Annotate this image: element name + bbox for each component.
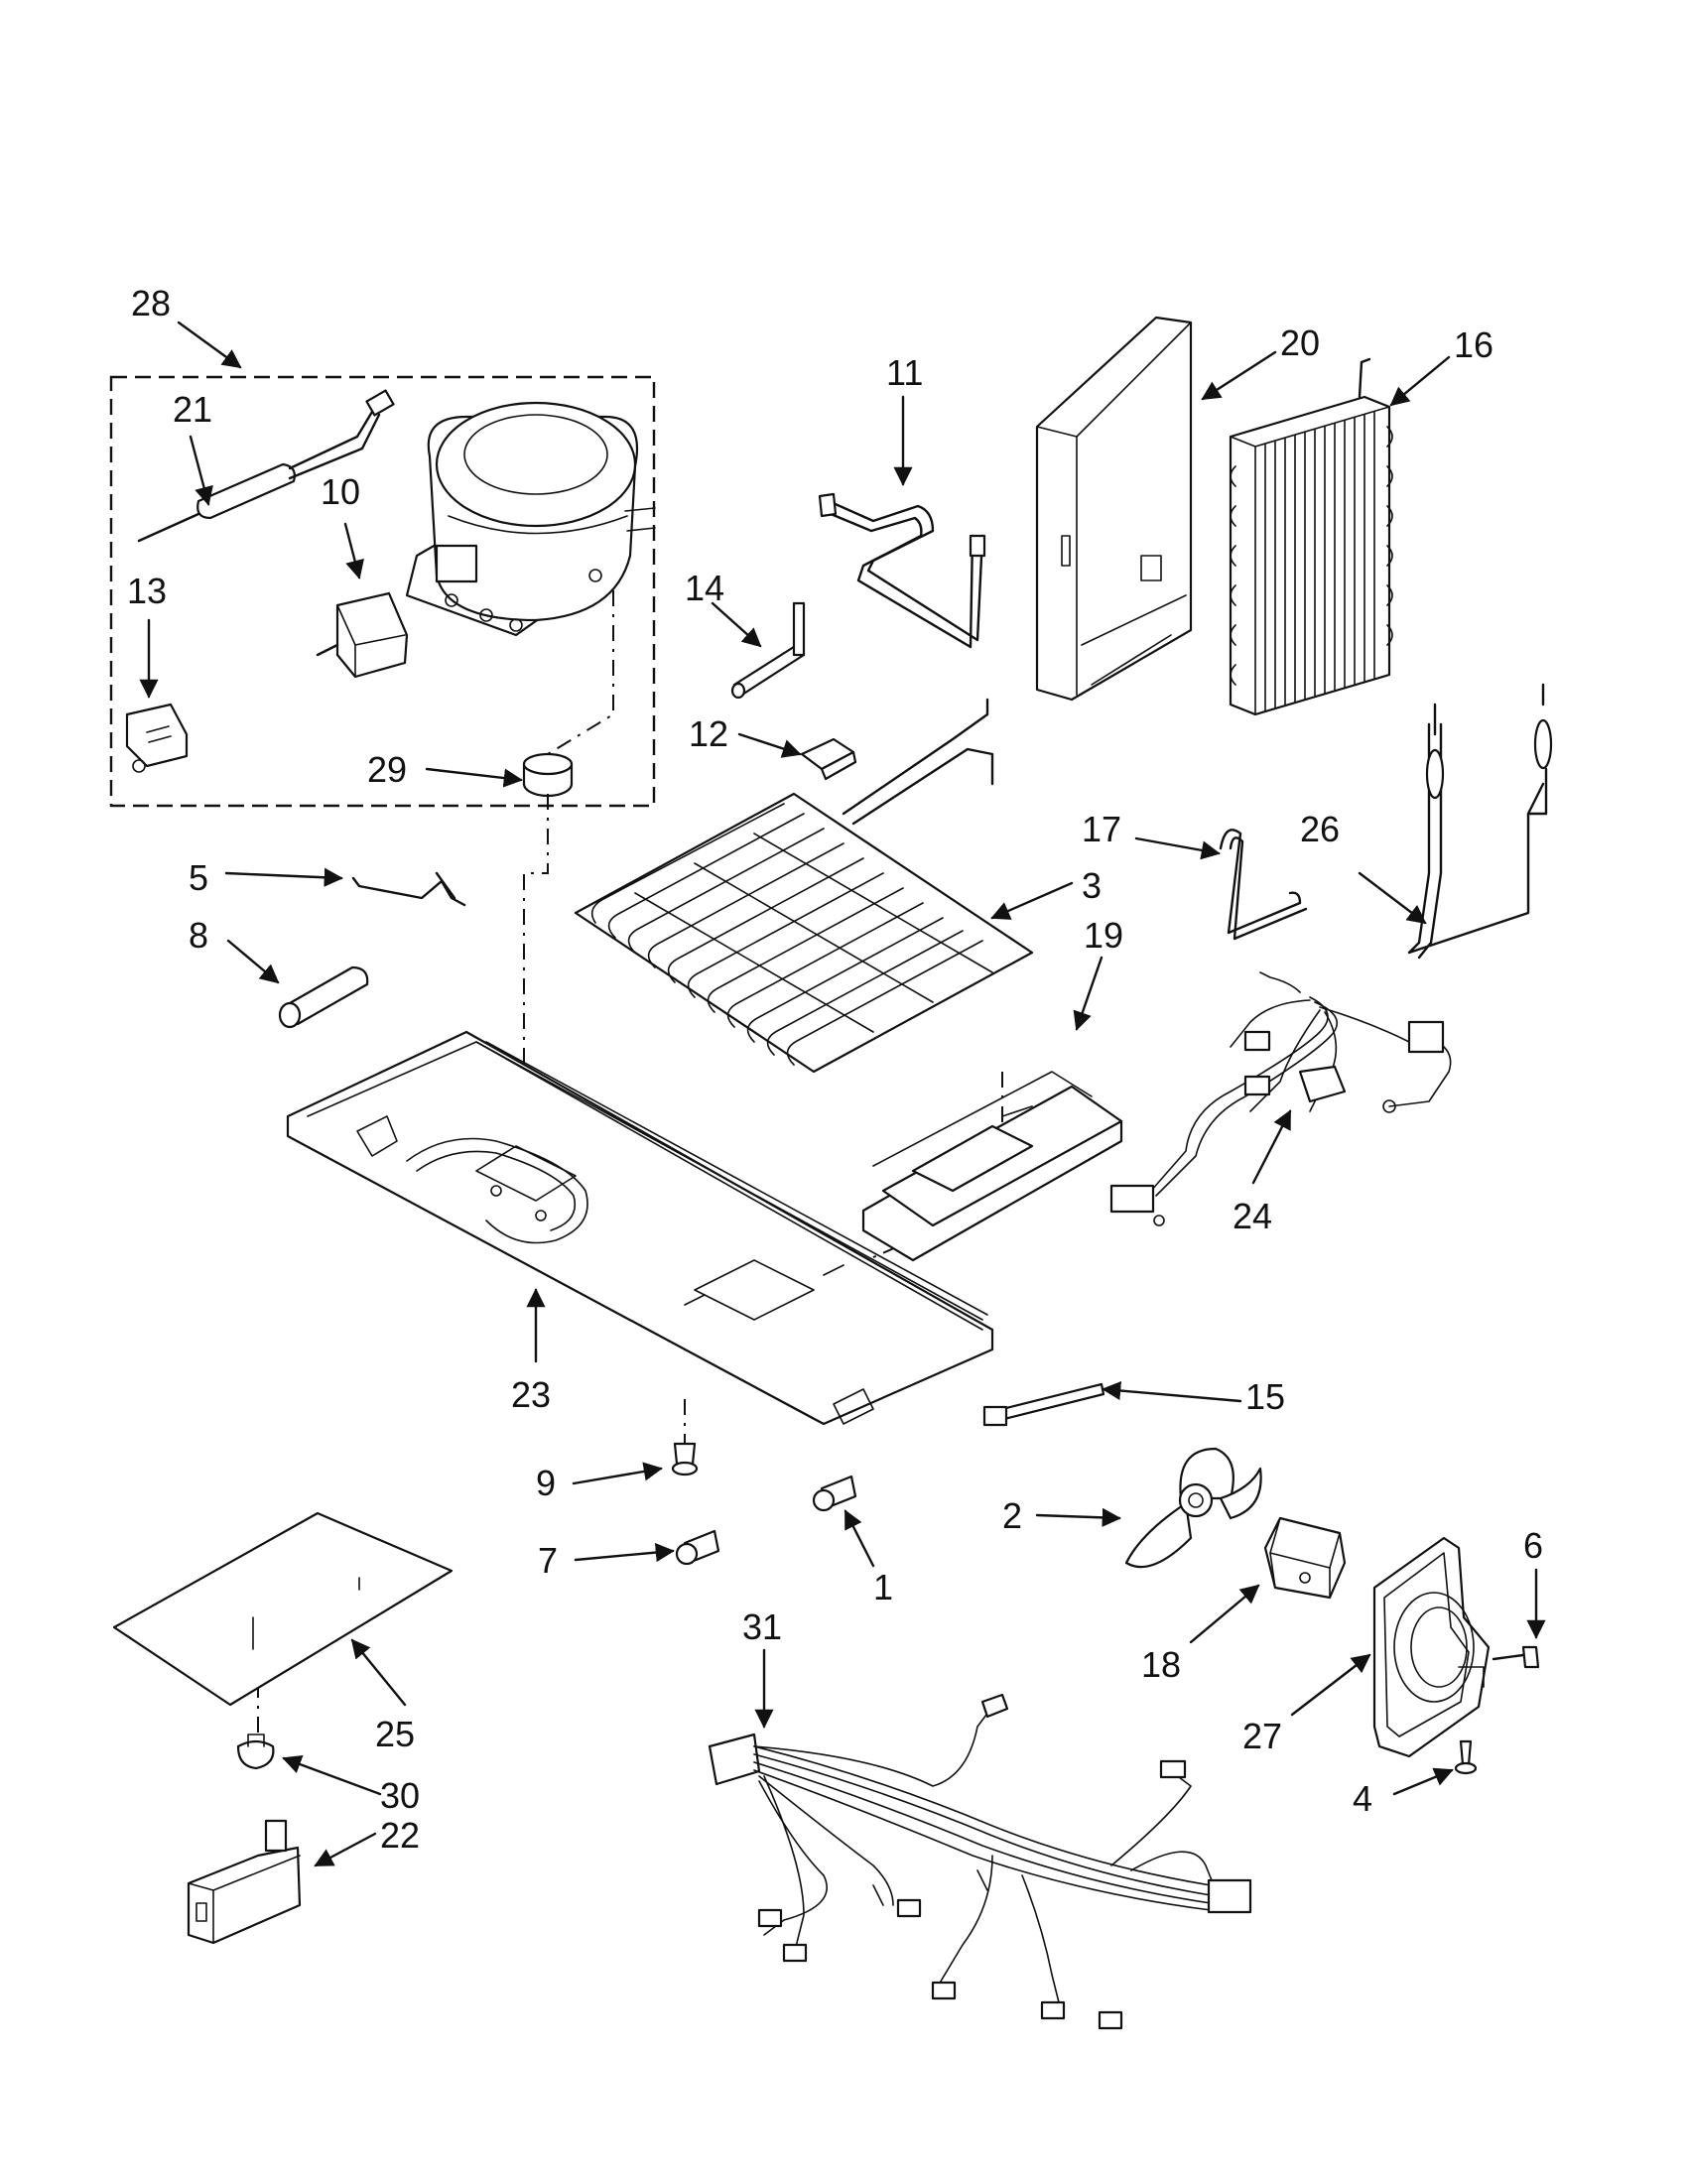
callout-17: 17 <box>1082 809 1121 849</box>
screw-9 <box>671 1442 699 1477</box>
callout-29: 29 <box>367 749 407 790</box>
callout-1: 1 <box>873 1567 893 1607</box>
callout-18: 18 <box>1141 1644 1181 1685</box>
callout-30: 30 <box>380 1775 420 1816</box>
clip-wire <box>351 871 466 907</box>
callout-8: 8 <box>189 915 208 956</box>
sheet-clip <box>236 1734 275 1770</box>
heat-exchanger-tube <box>1407 683 1553 960</box>
callout-24: 24 <box>1233 1196 1272 1236</box>
callout-23: 23 <box>511 1374 551 1415</box>
tube-elbow <box>730 601 806 700</box>
callout-16: 16 <box>1454 324 1493 365</box>
callout-3: 3 <box>1082 865 1102 906</box>
drain-pan <box>861 1071 1123 1262</box>
compressor-kit-group <box>109 375 656 808</box>
control-module <box>187 1819 302 1945</box>
wire-harness-upper <box>1109 971 1452 1226</box>
grommet-7 <box>675 1529 720 1566</box>
insulation-tube <box>278 965 369 1029</box>
callout-25: 25 <box>375 1714 415 1754</box>
filter-drier <box>137 389 395 543</box>
base-pan <box>286 1030 994 1426</box>
callout-28: 28 <box>131 283 171 323</box>
evaporator-clip <box>800 737 857 781</box>
hanger-wire <box>1219 829 1308 941</box>
fan-blade <box>1124 1447 1262 1569</box>
callout-14: 14 <box>685 568 724 608</box>
insulation-sheet <box>112 1511 454 1707</box>
callout-4: 4 <box>1353 1778 1372 1819</box>
screw-4 <box>1454 1739 1478 1775</box>
evaporator <box>574 698 1034 1074</box>
callout-2: 2 <box>1002 1495 1022 1536</box>
callout-12: 12 <box>689 713 728 754</box>
grommet-1 <box>812 1475 857 1512</box>
compressor-kit-boundary <box>109 375 656 808</box>
callout-21: 21 <box>173 389 212 430</box>
wire-harness-lower <box>708 1693 1252 2030</box>
callout-5: 5 <box>189 857 208 898</box>
leader-arrows <box>139 321 1546 1867</box>
callout-6: 6 <box>1523 1525 1543 1566</box>
start-relay <box>316 591 409 679</box>
callout-13: 13 <box>127 571 167 611</box>
callout-9: 9 <box>536 1463 556 1503</box>
condenser-cover <box>1035 316 1193 702</box>
callout-11: 11 <box>886 352 923 393</box>
callout-26: 26 <box>1300 809 1340 849</box>
callout-7: 7 <box>538 1540 558 1581</box>
fan-motor <box>1263 1516 1347 1600</box>
callout-19: 19 <box>1084 915 1123 956</box>
screw-6 <box>1492 1645 1540 1669</box>
callout-10: 10 <box>321 471 360 512</box>
callout-27: 27 <box>1242 1716 1282 1756</box>
callout-22: 22 <box>380 1815 420 1856</box>
overload-protector <box>125 703 189 773</box>
fan-shroud <box>1372 1536 1491 1758</box>
callout-31: 31 <box>742 1606 782 1647</box>
condenser-coil <box>1229 357 1393 716</box>
callout-labels: 28 21 10 13 29 5 8 14 12 11 20 16 3 17 2… <box>127 283 1543 1856</box>
cable-tie <box>982 1382 1105 1427</box>
compressor <box>405 401 656 637</box>
callout-15: 15 <box>1245 1376 1285 1417</box>
compressor-grommet <box>522 752 574 798</box>
callout-20: 20 <box>1280 322 1320 363</box>
suction-line <box>818 492 986 649</box>
